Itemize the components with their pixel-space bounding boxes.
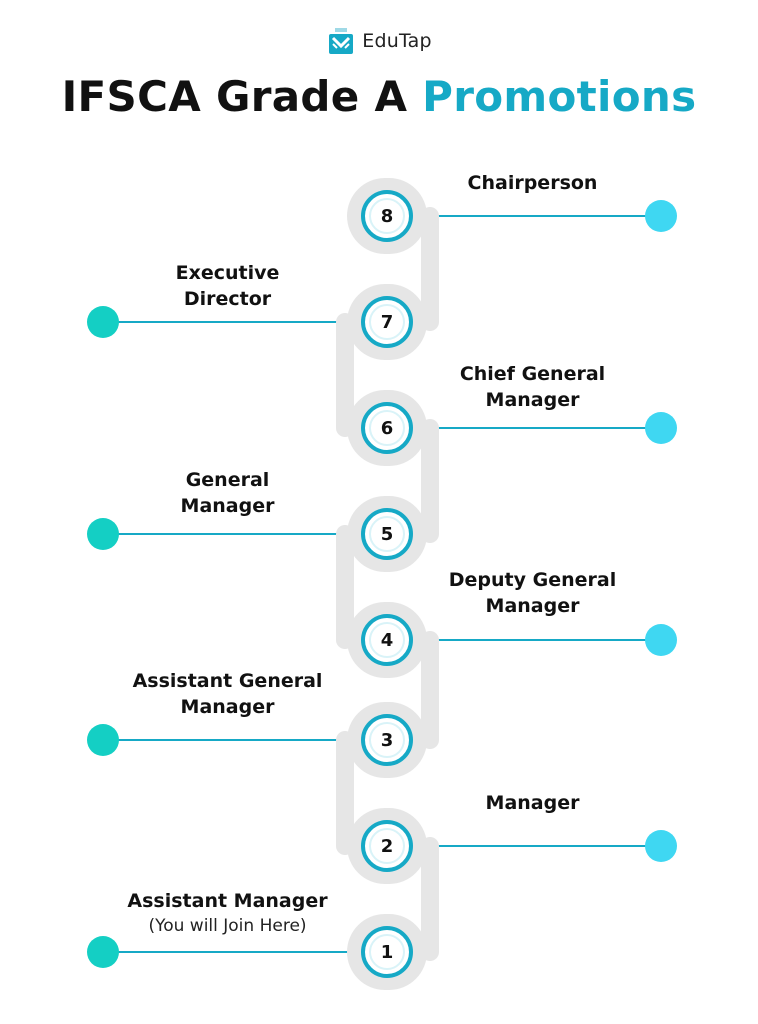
level-title: Chairperson — [467, 172, 598, 194]
connector-dot — [87, 936, 119, 968]
level-title: Manager — [485, 792, 580, 814]
level-node-inner — [369, 304, 405, 340]
level-number: 2 — [381, 836, 394, 857]
level-node-inner — [369, 828, 405, 864]
connector-dot — [87, 518, 119, 550]
level-note: (You will Join Here) — [148, 916, 307, 936]
connector-dot — [645, 830, 677, 862]
level-number: 8 — [381, 206, 394, 227]
level-label: Assistant Manager (You will Join Here) — [100, 888, 355, 938]
title-main: IFSCA Grade A — [61, 72, 423, 121]
level-label: Chairperson — [430, 170, 635, 196]
title-accent: Promotions — [422, 72, 697, 121]
brand-name: EduTap — [362, 30, 432, 52]
connector-dot — [645, 200, 677, 232]
level-node-inner — [369, 934, 405, 970]
connector-dot — [645, 624, 677, 656]
page-title: IFSCA Grade A Promotions — [0, 72, 758, 121]
level-node-inner — [369, 622, 405, 658]
level-node-inner — [369, 410, 405, 446]
level-number: 1 — [381, 942, 394, 963]
connector-dot — [645, 412, 677, 444]
connector-dot — [87, 306, 119, 338]
level-number: 4 — [381, 630, 394, 651]
level-number: 5 — [381, 524, 394, 545]
level-node-inner — [369, 722, 405, 758]
level-label: Manager — [430, 790, 635, 816]
connector-dot — [87, 724, 119, 756]
level-number: 7 — [381, 312, 394, 333]
brand: EduTap — [0, 26, 758, 56]
edutap-logo-icon — [329, 28, 354, 54]
level-nodes: 1 2 3 4 5 6 7 8 — [361, 190, 413, 978]
level-number: 3 — [381, 730, 394, 751]
level-node-inner — [369, 198, 405, 234]
level-title: Assistant Manager — [127, 890, 328, 912]
level-node-inner — [369, 516, 405, 552]
level-number: 6 — [381, 418, 394, 439]
